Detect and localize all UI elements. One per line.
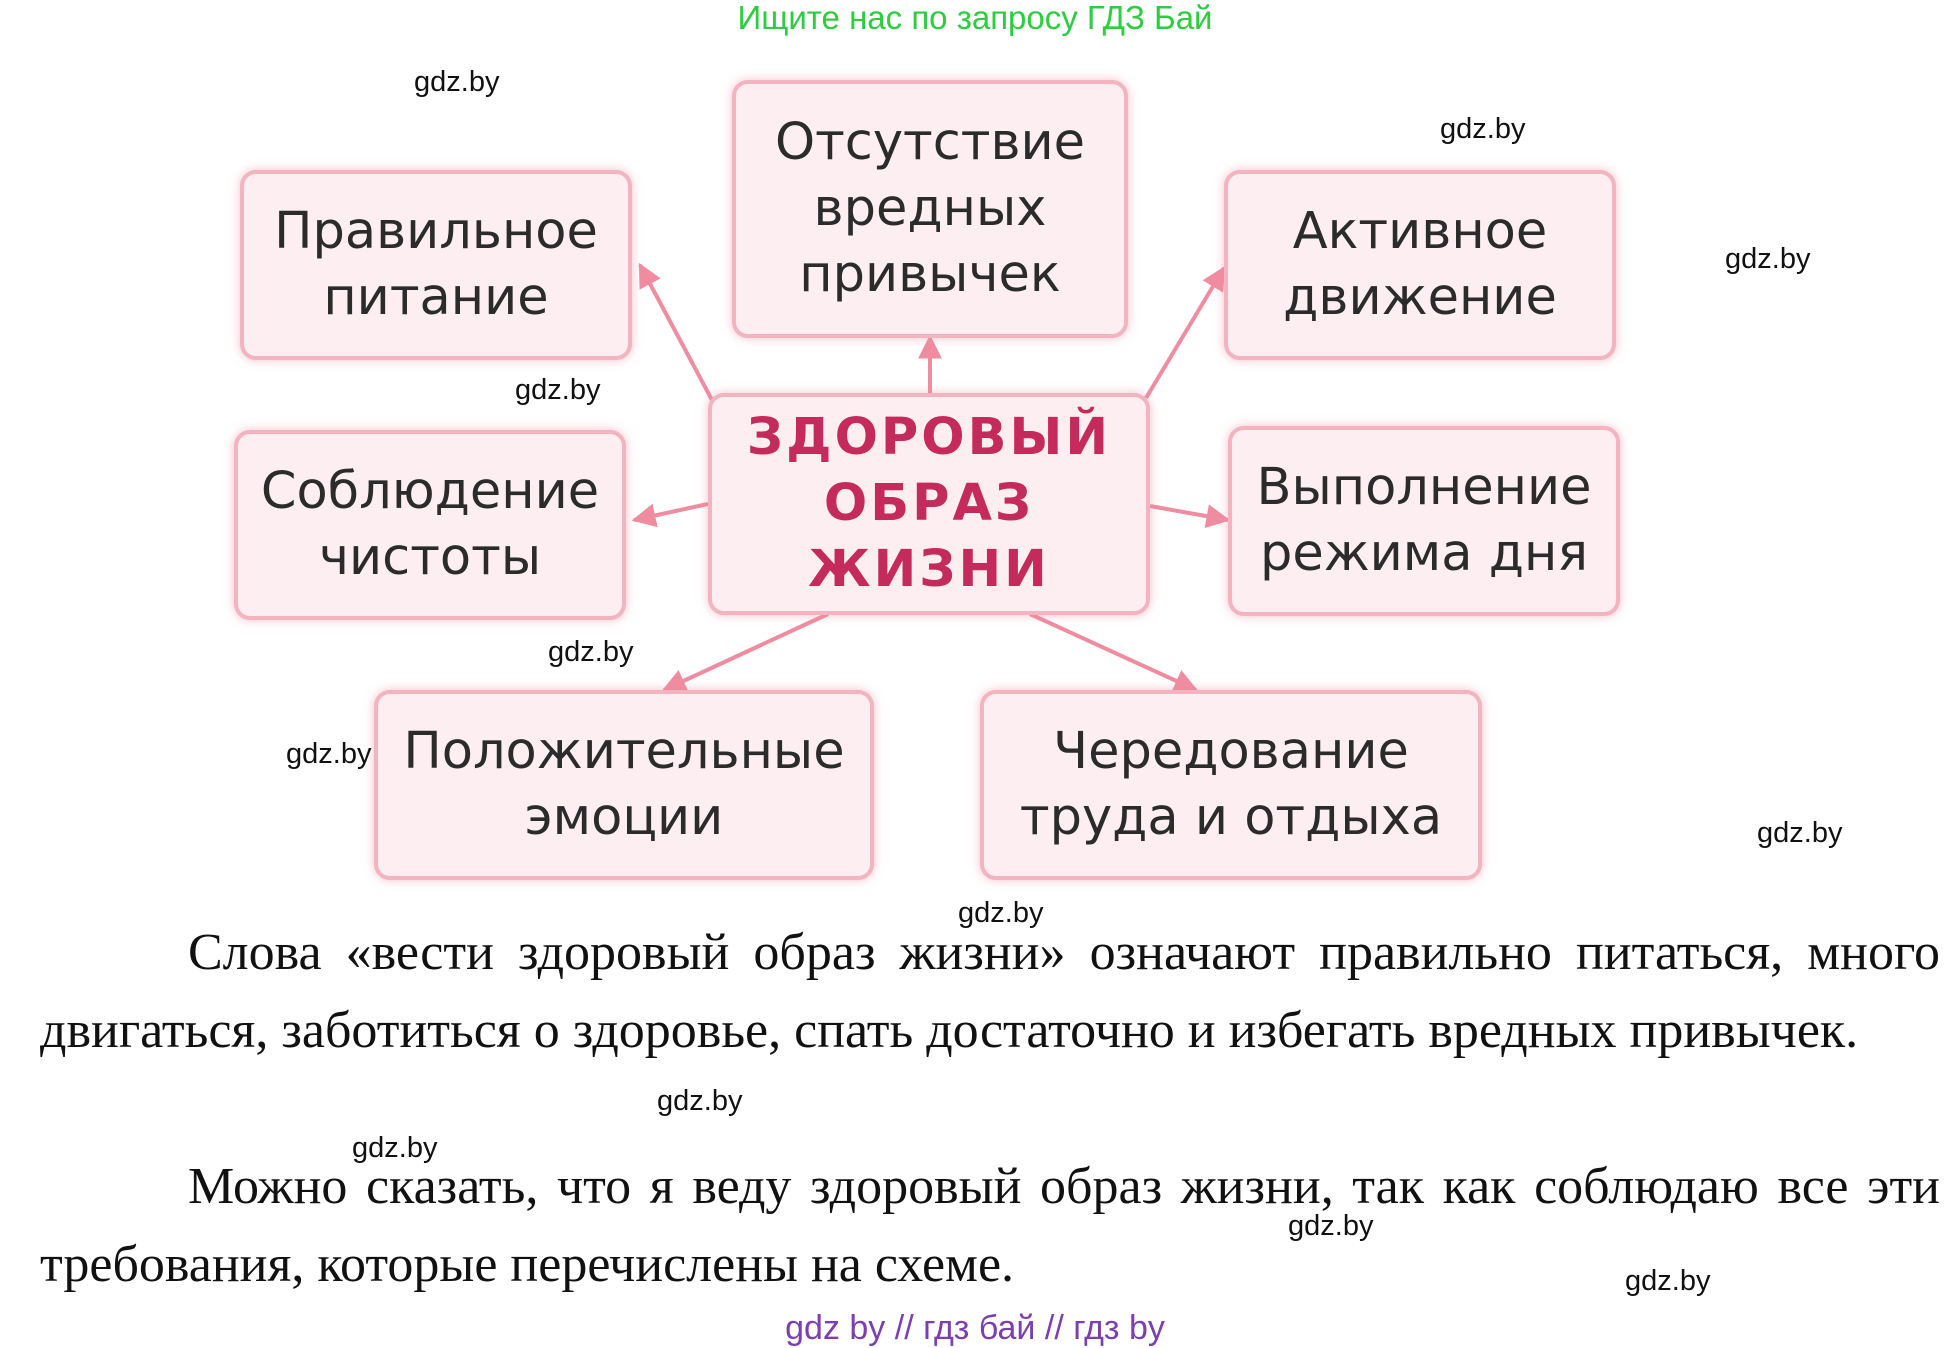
center-node-healthy-lifestyle: ЗДОРОВЫЙ ОБРАЗ ЖИЗНИ bbox=[708, 393, 1150, 615]
watermark: gdz.by bbox=[958, 897, 1044, 929]
node-no-habits: Отсутствие вредных привычек bbox=[732, 80, 1128, 338]
node-movement-line-1: Активное bbox=[1292, 202, 1548, 261]
node-routine-line-2: режима дня bbox=[1259, 524, 1589, 583]
node-emotions-line-1: Положительные bbox=[403, 722, 845, 781]
watermark: gdz.by bbox=[515, 374, 601, 406]
node-work-rest-line-1: Чередование bbox=[1053, 722, 1409, 781]
footer-links[interactable]: gdz by // гдз бай // гдз by bbox=[785, 1309, 1165, 1347]
center-line-2: ОБРАЗ bbox=[823, 474, 1035, 533]
arrow-to-emotions bbox=[661, 612, 829, 692]
watermark: gdz.by bbox=[1288, 1210, 1374, 1242]
arrow-to-work-rest bbox=[1029, 612, 1199, 692]
node-emotions-line-2: эмоции bbox=[524, 788, 724, 847]
center-line-1: ЗДОРОВЫЙ bbox=[746, 408, 1112, 467]
arrow-to-nutrition bbox=[638, 262, 714, 401]
watermark: gdz.by bbox=[548, 636, 634, 668]
node-no-habits-line-3: привычек bbox=[799, 245, 1061, 304]
node-cleanliness-line-1: Соблюдение bbox=[260, 462, 600, 521]
node-routine: Выполнение режима дня bbox=[1228, 426, 1620, 616]
node-emotions: Положительные эмоции bbox=[374, 690, 874, 880]
arrow-to-routine bbox=[1149, 504, 1231, 528]
node-nutrition: Правильное питание bbox=[240, 170, 632, 360]
watermark: gdz.by bbox=[1625, 1265, 1711, 1297]
search-hint[interactable]: Ищите нас по запросу ГДЗ Бай bbox=[737, 0, 1213, 36]
watermark: gdz.by bbox=[1757, 817, 1843, 849]
node-work-rest: Чередование труда и отдыха bbox=[980, 690, 1482, 880]
watermark: gdz.by bbox=[352, 1132, 438, 1164]
node-movement: Активное движение bbox=[1224, 170, 1616, 360]
node-movement-line-2: движение bbox=[1283, 268, 1557, 327]
node-work-rest-line-2: труда и отдыха bbox=[1019, 788, 1443, 847]
watermark: gdz.by bbox=[1725, 243, 1811, 275]
watermark: gdz.by bbox=[1440, 113, 1526, 145]
node-routine-line-1: Выполнение bbox=[1256, 458, 1592, 517]
node-no-habits-line-2: вредных bbox=[813, 179, 1047, 238]
node-nutrition-line-2: питание bbox=[323, 268, 549, 327]
arrow-to-movement bbox=[1144, 265, 1226, 400]
node-no-habits-line-1: Отсутствие bbox=[774, 113, 1086, 172]
center-line-3: ЖИЗНИ bbox=[808, 540, 1050, 599]
arrow-to-cleanliness bbox=[631, 502, 709, 528]
node-cleanliness-line-2: чистоты bbox=[318, 528, 542, 587]
paragraph-1: Слова «вести здоровый образ жизни» означ… bbox=[40, 924, 1940, 1059]
watermark: gdz.by bbox=[414, 66, 500, 98]
node-nutrition-line-1: Правильное bbox=[274, 202, 598, 261]
paragraph-2: Можно сказать, что я веду здоровый образ… bbox=[40, 1158, 1940, 1293]
node-cleanliness: Соблюдение чистоты bbox=[234, 430, 626, 620]
watermark: gdz.by bbox=[286, 738, 372, 770]
watermark: gdz.by bbox=[657, 1085, 743, 1117]
